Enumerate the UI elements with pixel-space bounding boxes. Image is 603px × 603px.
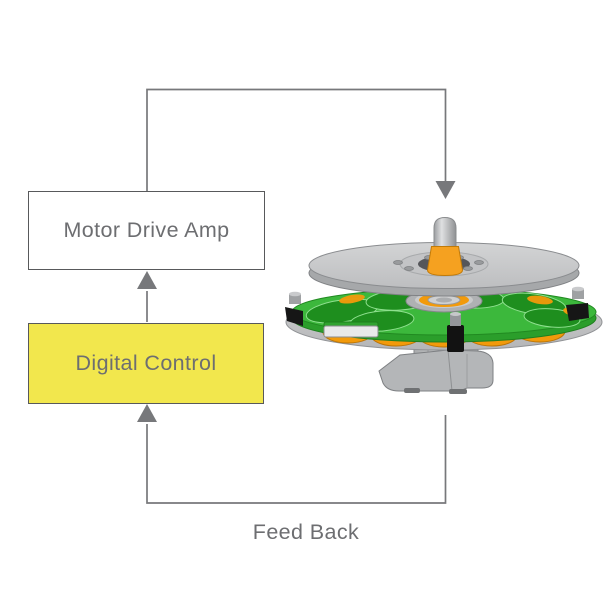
motor-drive-amp-label: Motor Drive Amp bbox=[63, 218, 230, 242]
arrowhead-down-into-motor bbox=[435, 181, 456, 199]
motor-drive-amp-box: Motor Drive Amp bbox=[28, 191, 265, 270]
motor-connector bbox=[323, 321, 379, 338]
command-line bbox=[146, 88, 447, 191]
motor-mount-bracket bbox=[378, 349, 494, 392]
feedback-line bbox=[146, 415, 447, 504]
arrowhead-up-into-amp bbox=[137, 271, 157, 289]
digital-control-box: Digital Control bbox=[28, 323, 264, 404]
arrowhead-up-into-control bbox=[137, 404, 157, 422]
motor-shaft-collar bbox=[426, 246, 464, 277]
command-path bbox=[137, 88, 456, 322]
motor-illustration bbox=[285, 216, 603, 394]
motor-standoffs bbox=[285, 286, 589, 352]
feedback-label: Feed Back bbox=[252, 520, 360, 544]
digital-control-label: Digital Control bbox=[75, 351, 217, 375]
feedback-path bbox=[137, 404, 447, 504]
motor-shaft-pin bbox=[433, 216, 457, 251]
